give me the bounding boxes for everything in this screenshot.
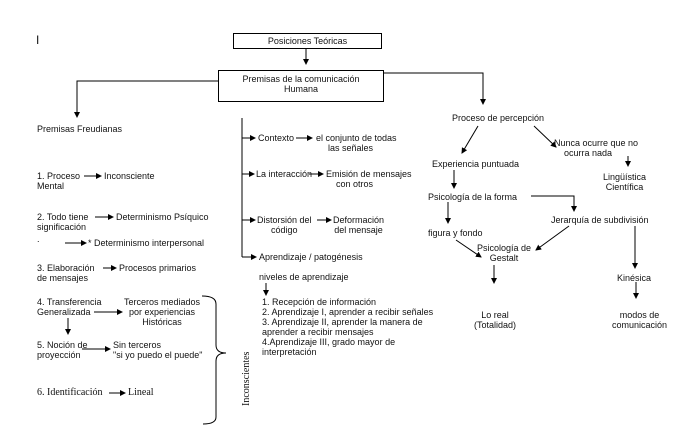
node-elaboracion-l2: de mensajes <box>37 273 89 283</box>
node-contexto: Contexto <box>258 133 295 143</box>
node-psicologia-forma: Psicología de la forma <box>428 192 518 202</box>
node-inconsciente: Inconsciente <box>104 171 155 181</box>
text-cursor-mark: I <box>36 33 40 47</box>
node-dot: . <box>37 234 40 244</box>
node-transferencia-l1: 4. Transferencia <box>37 297 102 307</box>
node-terceros-mediados: Terceros mediados por experiencias Histó… <box>124 297 200 327</box>
node-nunca-ocurre: Nunca ocurre que no ocurra nada <box>554 138 638 158</box>
node-premisas-freudianas: Premisas Freudianas <box>37 124 123 134</box>
brace-label-inconscientes: Inconscientes <box>241 351 252 406</box>
node-determinismo-psiquico: Determinismo Psíquico <box>116 212 209 222</box>
level-4: 4.Aprendizaje III, grado mayor de <box>262 337 396 347</box>
node-aprendizaje: Aprendizaje / patogénesis <box>259 252 363 262</box>
node-sin-terceros-l1: Sin terceros <box>113 340 162 350</box>
level-3: 3. Aprendizaje II, aprender la manera de <box>262 317 423 327</box>
node-deformacion-l2: del mensaje <box>334 225 383 235</box>
node-nocion-proyeccion: 5. Noción de proyección <box>37 340 88 360</box>
node-lo-real-l1: Lo real <box>481 310 509 320</box>
node-gestalt-l2: Gestalt <box>489 253 519 263</box>
arrow-jerarquia-gestalt <box>535 225 570 251</box>
level-2: 2. Aprendizaje I, aprender a recibir señ… <box>262 307 434 317</box>
line-premise-left <box>74 80 218 118</box>
node-figura-fondo: figura y fondo <box>428 228 483 238</box>
node-gestalt: Psicología de Gestalt <box>477 243 531 263</box>
node-lo-real-l2: (Totalidad) <box>474 320 517 330</box>
node-conjunto-senales-l2: las señales <box>328 143 374 153</box>
node-proceso-mental-l1: 1. Proceso <box>37 171 81 181</box>
node-nunca-ocurre-l2: ocurra nada <box>564 148 613 158</box>
node-interaccion: La interacción <box>256 169 313 179</box>
node-proceso-mental: 1. Proceso Mental <box>37 171 80 191</box>
level-3-cont: aprender a recibir mensajes <box>262 327 374 337</box>
node-emision: Emisión de mensajes con otros <box>326 169 412 189</box>
node-proceso-percepcion: Proceso de percepción <box>452 113 545 123</box>
title-box: Posiciones Teóricas <box>233 33 382 49</box>
node-conjunto-senales: el conjunto de todas las señales <box>316 133 397 153</box>
node-nocion-proyeccion-l2: proyección <box>37 350 81 360</box>
node-modos-comunicacion: modos de comunicación <box>612 310 667 330</box>
node-jerarquia: Jerarquía de subdivisión <box>551 215 649 225</box>
node-determinismo-interpersonal: * Determinismo interpersonal <box>88 238 205 248</box>
node-kinesica: Kinésica <box>617 273 652 283</box>
node-transferencia-l2: Generalizada <box>37 307 91 317</box>
node-transferencia: 4. Transferencia Generalizada <box>37 297 102 317</box>
arrow-proceso-nunca <box>533 125 557 148</box>
premise-box: Premisas de la comunicación Humana <box>218 70 384 102</box>
node-elaboracion: 3. Elaboración de mensajes <box>37 263 95 283</box>
node-terceros-mediados-l1: Terceros mediados <box>124 297 201 307</box>
node-emision-l2: con otros <box>336 179 374 189</box>
node-linguistica: Lingüística Científica <box>603 172 646 192</box>
node-todo-tiene: 2. Todo tiene significación <box>37 212 88 232</box>
node-experiencia-puntuada: Experiencia puntuada <box>432 159 520 169</box>
level-4-cont: interpretación <box>262 347 317 357</box>
node-linguistica-l1: Lingüística <box>603 172 647 182</box>
line-premise-right <box>384 72 486 105</box>
node-distorsion-l2: código <box>271 225 298 235</box>
node-modos-l2: comunicación <box>612 320 668 330</box>
node-gestalt-l1: Psicología de <box>477 243 532 253</box>
level-1: 1. Recepción de información <box>262 297 377 307</box>
node-niveles: niveles de aprendizaje <box>259 272 349 282</box>
node-elaboracion-l1: 3. Elaboración <box>37 263 95 273</box>
node-emision-l1: Emisión de mensajes <box>326 169 412 179</box>
node-conjunto-senales-l1: el conjunto de todas <box>316 133 397 143</box>
node-todo-tiene-l2: significación <box>37 222 87 232</box>
node-sin-terceros: Sin terceros "si yo puedo el puede" <box>113 340 202 360</box>
premise-box-line1: Premisas de la comunicación <box>242 74 360 84</box>
node-distorsion: Distorsión del código <box>257 215 312 235</box>
title-box-label: Posiciones Teóricas <box>267 36 348 46</box>
node-linguistica-l2: Científica <box>605 182 644 192</box>
node-terceros-mediados-l2: por experiencias <box>129 307 196 317</box>
node-deformacion-l1: Deformación <box>333 215 385 225</box>
node-terceros-mediados-l3: Históricas <box>142 317 182 327</box>
node-nunca-ocurre-l1: Nunca ocurre que no <box>554 138 639 148</box>
premise-box-line2: Humana <box>283 84 319 94</box>
arrow-figura-gestalt <box>455 239 482 258</box>
node-lineal: Lineal <box>128 387 154 398</box>
levels-list: 1. Recepción de información 2. Aprendiza… <box>262 297 433 357</box>
node-nocion-proyeccion-l1: 5. Noción de <box>37 340 88 350</box>
brace-inconscientes <box>201 295 227 425</box>
node-procesos-primarios: Procesos primarios <box>119 263 197 273</box>
node-deformacion: Deformación del mensaje <box>333 215 384 235</box>
line-forma-jerarquia <box>531 195 577 212</box>
node-proceso-mental-l2: Mental <box>37 181 65 191</box>
node-lo-real: Lo real (Totalidad) <box>474 310 516 330</box>
arrow-proceso-experiencia <box>461 125 479 154</box>
node-todo-tiene-l1: 2. Todo tiene <box>37 212 89 222</box>
node-identificacion: 6. Identificación <box>37 387 103 398</box>
node-modos-l1: modos de <box>619 310 660 320</box>
node-distorsion-l1: Distorsión del <box>257 215 312 225</box>
node-sin-terceros-l2: "si yo puedo el puede" <box>113 350 203 360</box>
